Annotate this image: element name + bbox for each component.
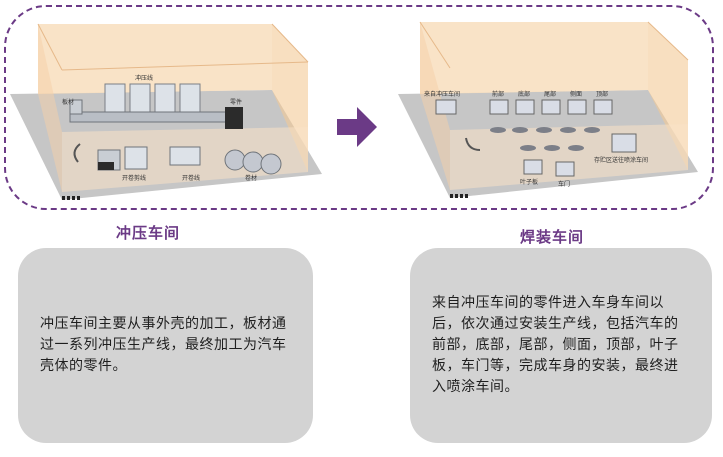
welding-description-card: 来自冲压车间的零件进入车身车间以后，依次通过安装生产线，包括汽车的前部，底部，尾… [410,248,712,443]
back-wall [420,22,648,94]
label-from-stamping: 来自冲压车间 [424,90,460,98]
left-wall [420,22,450,190]
label-door: 车门 [558,180,570,188]
label-press-line: 冲压线 [135,74,153,82]
label-top: 顶部 [596,90,608,98]
label-coil: 卷材 [245,174,257,182]
car-bodies [490,127,600,151]
label-uncoiling-line: 开卷线 [182,174,200,182]
stamping-title: 冲压车间 [116,224,181,242]
assembly-stations [435,99,637,177]
welding-title: 焊装车间 [520,228,585,246]
back-wall [38,24,272,94]
label-fender: 叶子板 [520,178,538,186]
right-arrow-icon [337,107,377,147]
process-frame [4,5,714,210]
stamping-workshop-illustration: 冲压线 板材 零件 开卷剪线 开卷线 卷材 [10,23,322,200]
flow-arrow [73,143,81,163]
label-uncoiling-shear: 开卷剪线 [122,174,146,182]
label-bottom: 底部 [518,90,530,98]
label-storage: 存贮区送往喷涂车间 [594,156,648,164]
left-wall [38,24,62,192]
label-front: 前部 [492,90,504,98]
welding-workshop-illustration: 来自冲压车间 前部 底部 尾部 侧面 顶部 叶子板 车门 存贮区送往喷涂车间 [398,21,698,198]
label-parts: 零件 [230,98,242,106]
stamping-description: 冲压车间主要从事外壳的加工，板材通过一系列冲压生产线，最终加工为汽车壳体的零件。 [40,316,287,374]
label-side: 侧面 [570,90,582,98]
stamping-description-card: 冲压车间主要从事外壳的加工，板材通过一系列冲压生产线，最终加工为汽车壳体的零件。 [18,248,313,443]
label-rear: 尾部 [544,90,556,98]
uncoiling-machines [97,146,282,175]
welding-description: 来自冲压车间的零件进入车身车间以后，依次通过安装生产线，包括汽车的前部，底部，尾… [432,295,679,395]
flow-arrow [465,137,481,151]
press-line [69,83,243,129]
label-sheet: 板材 [62,98,74,106]
